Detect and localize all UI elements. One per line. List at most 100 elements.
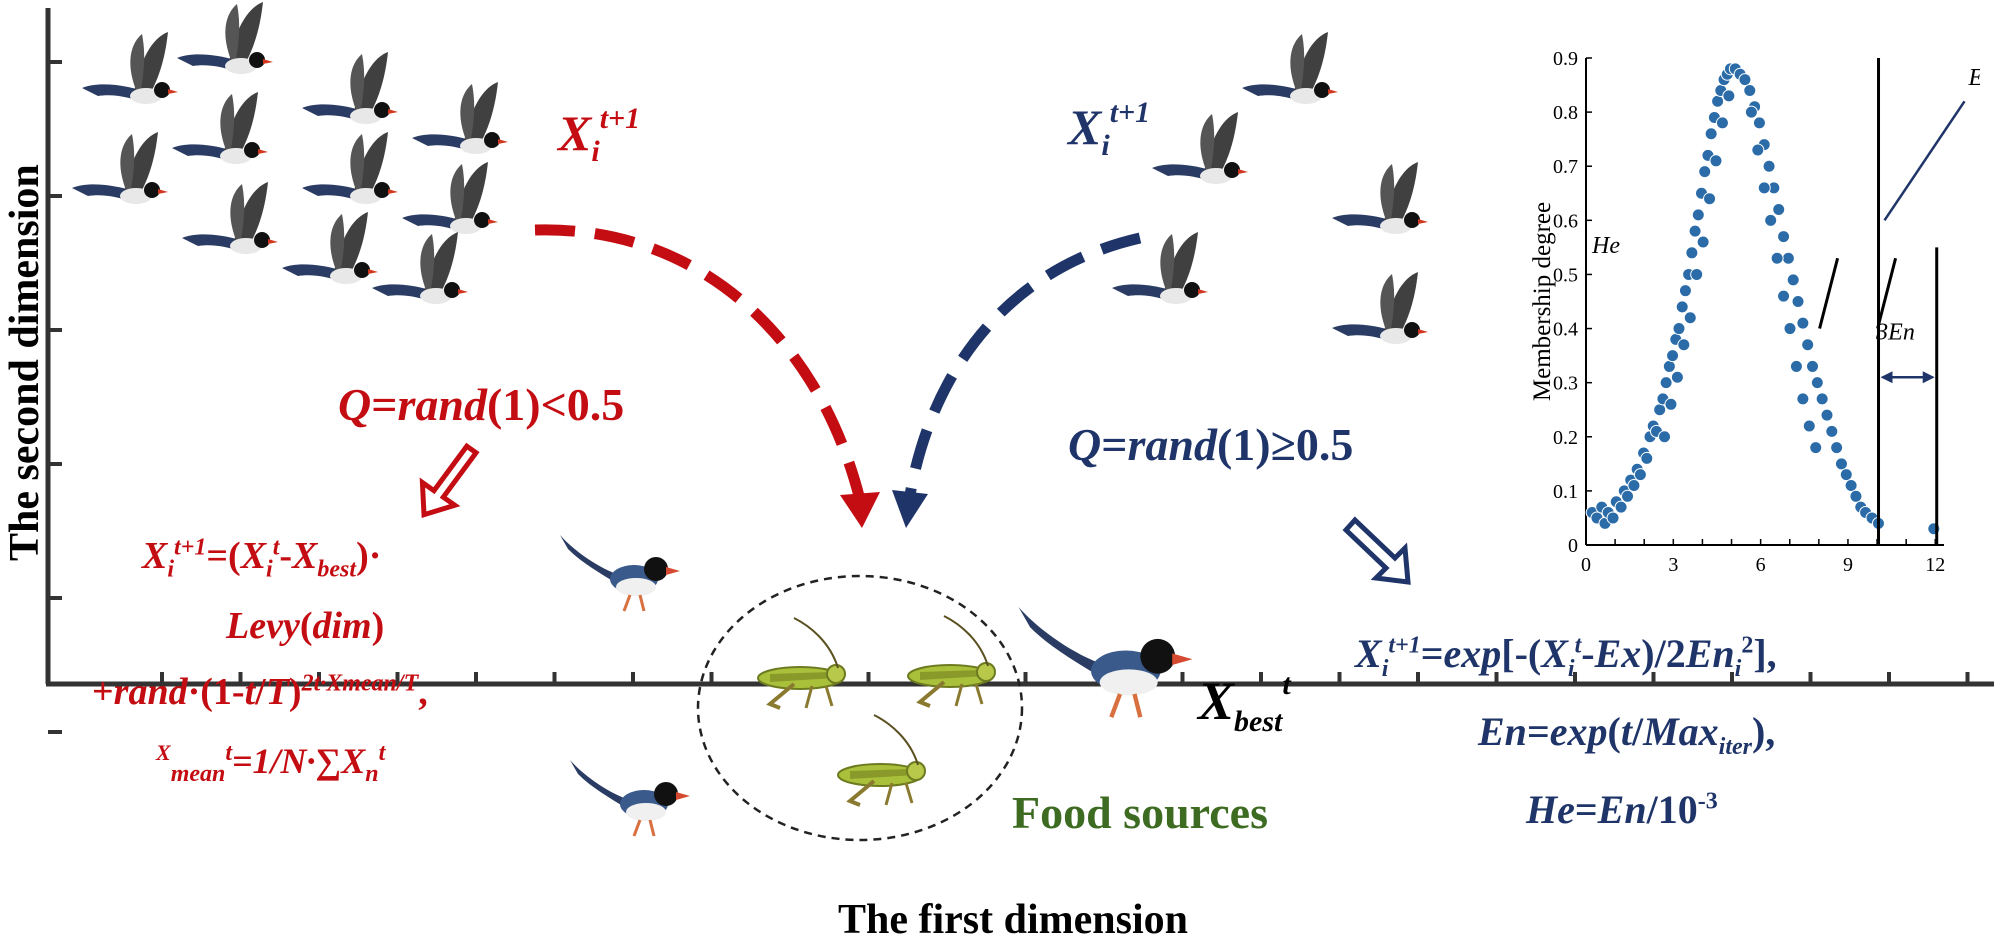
left-cond-rand: rand [397,379,487,430]
flying-bird [1242,32,1338,104]
rf1-exp: exp [1443,631,1502,676]
inset-y-tick-label: 0 [1568,535,1578,557]
right-formula-line2: En=exp(t/Maxiter), [1478,708,1775,761]
rf1-i3: i [1734,656,1742,682]
rf1-sq: 2 [1741,632,1754,659]
rf3-exp: -3 [1697,788,1718,815]
rf3-eq: = [1574,787,1598,832]
en-arrow-right [1922,371,1935,384]
lf1-i: i [167,556,175,583]
scatter-point [1781,251,1795,265]
scatter-point [1664,397,1678,411]
scatter-point [1777,230,1791,244]
right-update-sup: t+1 [1109,96,1151,130]
inset-annotations: ExHe3En [1591,58,1980,545]
lf3-comma: , [418,671,428,713]
rf3-en: En [1597,787,1647,832]
right-cond-q: Q [1068,419,1102,470]
scatter-point [1752,116,1766,130]
scatter-point [1709,154,1723,168]
perched-bird [568,758,692,838]
lf4-n: n [365,761,379,788]
inset-y-tick-label: 0.8 [1553,102,1578,124]
right-cond-eq: = [1101,419,1128,470]
inset-x-tick-label: 9 [1843,554,1853,576]
scatter-point [1677,338,1691,352]
rf1-eq: = [1420,631,1444,676]
lf4-mean: mean [170,761,226,788]
y-axis-ticks [48,60,62,734]
scatter-point [1809,441,1823,455]
best-label: Xbestt [1198,668,1291,739]
ex-pointer [1883,100,1966,222]
right-cond-rest: (1)≥0.5 [1216,419,1354,470]
rf1-i2: i [1567,656,1575,682]
scatter-point [1690,267,1704,281]
scatter-point [1675,300,1689,314]
ex-annotation: Ex [1968,65,1980,91]
bird-flock-right [1112,32,1428,344]
left-cond-rest: (1)<0.5 [486,379,625,430]
lf1-best: best [317,556,357,583]
scatter-point [1772,203,1786,217]
rf1-open: [-( [1501,631,1542,676]
left-update-x: X [558,105,592,161]
scatter-point [1777,289,1791,303]
x-axis-title: The first dimension [838,897,1189,943]
scatter-point [1711,94,1725,108]
scatter-point [1653,403,1667,417]
inset-x-tick-label: 6 [1756,554,1766,576]
scatter-point [1802,419,1816,433]
lf4-t: t [225,740,233,766]
he-annotation: He [1591,233,1620,259]
lf2-close: ) [371,605,385,647]
lf3-close: ) [288,671,302,713]
scatter-point [1791,295,1805,308]
inset-y-tick-label: 0.6 [1553,210,1578,232]
lf2-dim: dim [312,605,372,647]
scatter-point [1751,143,1765,157]
scatter-point [1764,213,1778,227]
left-formula-line4: Xmeant=1/N·∑Xnt [156,740,385,788]
left-update-label: Xit+1 [558,102,640,169]
rf1-x: X [1355,631,1382,676]
scatter-point [1685,246,1699,260]
scatter-point [1839,468,1853,482]
left-cond-q: Q [338,379,372,430]
food-sources-label: Food sources [1012,787,1268,838]
inset-y-tick-label: 0.9 [1553,48,1578,70]
blue-dashed-arrow [892,232,1142,528]
inset-x-tick-label: 0 [1581,554,1591,576]
right-update-label: Xit+1 [1068,96,1151,163]
inset-y-tick-label: 0.1 [1553,481,1578,503]
flying-bird [302,52,398,124]
rf3-he: He [1526,787,1575,832]
rf2-open: ( [1607,709,1621,754]
y-axis-title: The second dimension [2,164,48,561]
scatter-point [1688,224,1702,238]
rf2-eq: = [1526,709,1550,754]
scatter-point [1786,273,1800,287]
left-condition: Q=rand(1)<0.5 [338,378,624,431]
he-bracket-right [1876,257,1898,329]
lf1-x3: X [292,535,318,577]
scatter-point [1703,192,1717,206]
inset-axes [1585,58,1944,546]
scatter-point [1691,208,1705,222]
scatter-point [1830,441,1844,455]
scatter-point [1640,451,1654,465]
lf4-X: X [156,740,171,765]
lf1-eq: =( [206,535,241,577]
scatter-point [1849,489,1863,503]
lf3-slash: / [255,671,266,713]
left-cond-eq: = [371,379,398,430]
inset-y-tick-label: 0.7 [1553,156,1578,178]
en-arrow-left [1880,371,1893,384]
scatter-point [1815,392,1829,406]
red-hollow-arrow [419,442,480,519]
rf1-x2: X [1541,631,1568,676]
grasshopper [756,616,847,710]
scatter-point [1698,165,1712,179]
